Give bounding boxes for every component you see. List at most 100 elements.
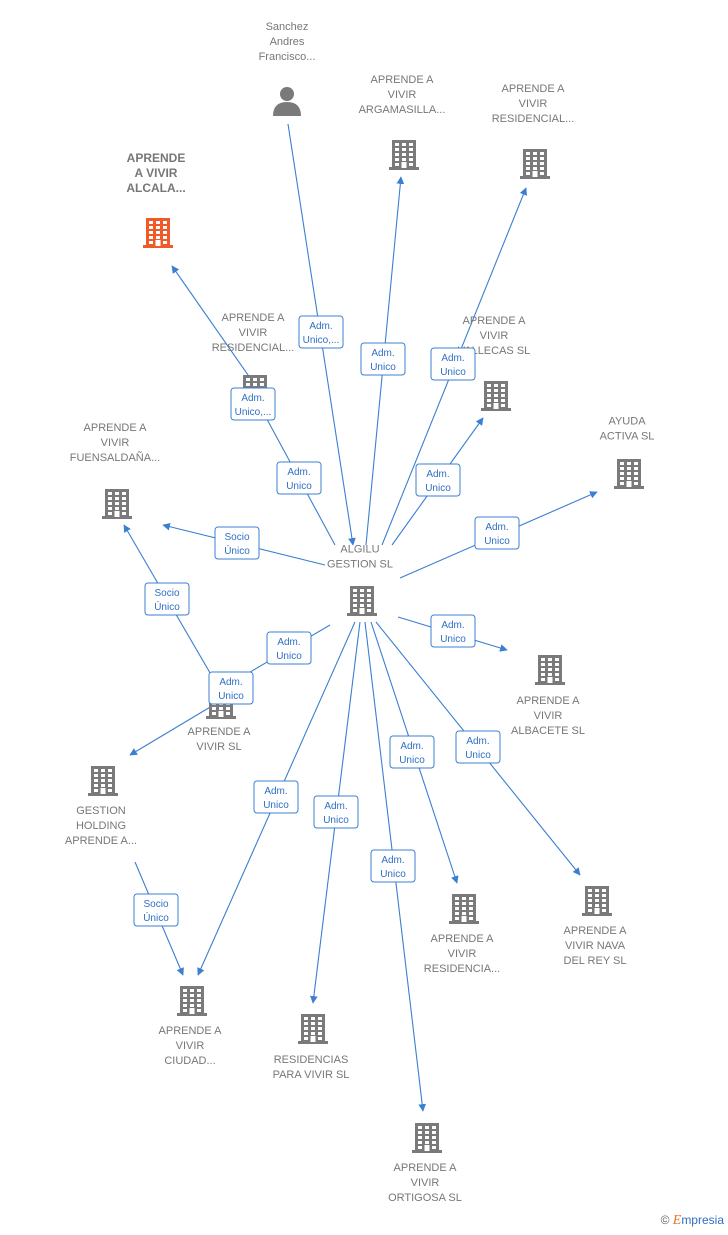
edge-label-text: Unico	[263, 800, 289, 811]
edge-label-text: Adm.	[264, 786, 287, 797]
edge-label-box[interactable]: Adm.Unico,...	[230, 387, 276, 421]
node-label-line: APRENDE A	[564, 925, 628, 937]
node-label-line: ARGAMASILLA...	[359, 104, 446, 116]
node-label-line: RESIDENCIAS	[274, 1054, 349, 1066]
node-label-line: RESIDENCIA...	[424, 963, 500, 975]
person-icon	[273, 87, 301, 116]
node-label-line: APRENDE A	[222, 312, 286, 324]
node-label-line: CIUDAD...	[164, 1055, 215, 1067]
node-fuensaldana[interactable]: APRENDE AVIVIRFUENSALDAÑA...	[70, 422, 160, 519]
edge-label-box[interactable]: Adm. Unico	[253, 780, 299, 814]
edge-vivirsl-to-holding	[129, 699, 223, 756]
edge-label-text: Único	[224, 544, 250, 557]
building-icon	[582, 886, 612, 916]
brand-name: mpresia	[681, 1213, 724, 1227]
edge-label-text: Adm.	[381, 855, 404, 866]
edge-label-border	[474, 516, 520, 550]
node-label-line: VIVIR	[388, 89, 417, 101]
node-residencial1[interactable]: APRENDE AVIVIRRESIDENCIAL...	[492, 83, 575, 179]
edge-label-text: Adm.	[324, 801, 347, 812]
edge-label-border	[389, 735, 435, 769]
edge-label-text: Unico,...	[303, 335, 340, 346]
building-icon	[102, 489, 132, 519]
edge-label-box[interactable]: Adm.Unico	[208, 671, 254, 705]
edge-label-text: Socio	[143, 899, 168, 910]
edge-label-box[interactable]: Adm.Unico	[415, 463, 461, 497]
building-icon	[520, 149, 550, 179]
edge-label-text: Adm.	[466, 736, 489, 747]
edge-label-box[interactable]: Adm.Unico	[360, 342, 406, 376]
edge-label-border	[276, 461, 322, 495]
node-argamasilla[interactable]: APRENDE A VIVIR ARGAMASILLA...	[359, 74, 446, 170]
node-label-line: Andres	[270, 36, 305, 48]
node-sanchez[interactable]: SanchezAndresFrancisco...	[259, 21, 316, 116]
node-label-line: PARA VIVIR SL	[273, 1069, 350, 1081]
node-label-line: APRENDE A	[394, 1162, 458, 1174]
node-label-line: FUENSALDAÑA...	[70, 451, 160, 464]
node-label-line: VIVIR	[480, 330, 509, 342]
node-label-line: Francisco...	[259, 51, 316, 63]
brand-footer[interactable]: © Empresia	[661, 1213, 724, 1229]
edge-label-box[interactable]: Adm.Unico	[266, 631, 312, 665]
edge-label-box[interactable]: Adm.Unico	[313, 795, 359, 829]
copyright-symbol: ©	[660, 1213, 670, 1227]
edge-label-border	[430, 347, 476, 381]
edge-label-border	[253, 780, 299, 814]
node-label-line: APRENDE	[127, 151, 186, 165]
node-label-line: ALGILU	[340, 544, 379, 556]
edge-label-text: Adm.	[441, 620, 464, 631]
edge-label-box[interactable]: Adm.Unico,...	[298, 315, 344, 349]
edge-label-box[interactable]: Adm. Unico	[389, 735, 435, 769]
edge-label-text: Unico	[286, 481, 312, 492]
edge-label-box[interactable]: Adm.Unico	[474, 516, 520, 550]
edge-label-text: Unico	[440, 634, 466, 645]
node-label-line: A VIVIR	[135, 166, 178, 180]
edge-label-text: Adm.	[485, 522, 508, 533]
edge-label-border	[144, 582, 190, 616]
edge-label-border	[430, 614, 476, 648]
edge-label-box[interactable]: Adm.Unico	[430, 347, 476, 381]
edge-label-text: Unico	[380, 869, 406, 880]
building-icon	[449, 894, 479, 924]
edge-label-text: Adm.	[426, 469, 449, 480]
edge-label-text: Unico	[399, 755, 425, 766]
building-icon	[412, 1123, 442, 1153]
edge-label-border	[298, 315, 344, 349]
edge-label-border	[360, 342, 406, 376]
node-label-line: ORTIGOSA SL	[388, 1192, 462, 1204]
edge-label-box[interactable]: Adm.Unico	[276, 461, 322, 495]
node-residencias[interactable]: RESIDENCIAS PARA VIVIR SL	[273, 1014, 350, 1081]
edge-labels-layer: Adm.Unico,...Adm.UnicoAdm.UnicoAdm.Unico…	[133, 315, 520, 927]
node-residencia3[interactable]: APRENDE AVIVIRRESIDENCIA...	[424, 894, 500, 975]
edge-label-border	[455, 730, 501, 764]
node-label-line: APRENDE A	[371, 74, 435, 86]
edge-label-box[interactable]: Adm. Unico	[430, 614, 476, 648]
building-icon	[143, 218, 173, 248]
node-label-line: APRENDE A	[517, 695, 581, 707]
edge-label-text: Unico	[370, 362, 396, 373]
node-label-line: APRENDE A	[502, 83, 566, 95]
node-ciudad[interactable]: APRENDE AVIVIRCIUDAD...	[159, 986, 223, 1067]
node-label-line: HOLDING	[76, 820, 126, 832]
node-label-line: VIVIR	[519, 98, 548, 110]
node-label-line: APRENDE A	[84, 422, 148, 434]
edge-label-box[interactable]: Adm.Unico	[455, 730, 501, 764]
edge-label-text: Adm.	[400, 741, 423, 752]
edge-label-box[interactable]: Adm. Unico	[370, 849, 416, 883]
building-icon	[481, 381, 511, 411]
edge-label-text: Unico	[276, 651, 302, 662]
node-label-line: APRENDE A	[159, 1025, 223, 1037]
node-label-line: Sanchez	[266, 21, 309, 33]
node-label-line: APRENDE A...	[65, 835, 137, 847]
